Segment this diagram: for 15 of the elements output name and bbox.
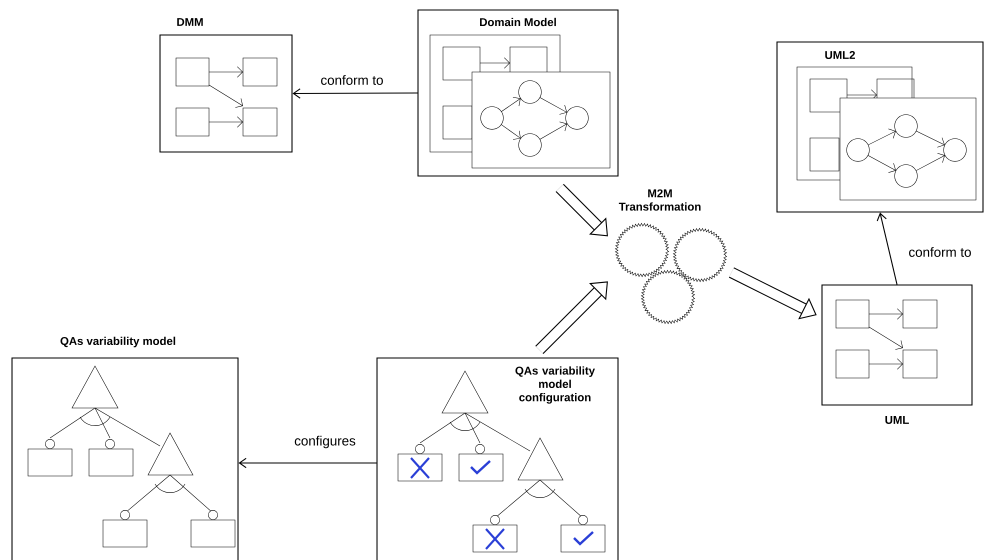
arrow <box>876 212 898 285</box>
heading: UML2 <box>825 51 855 59</box>
edge-label: configures <box>292 434 358 450</box>
heading: UML <box>885 416 909 424</box>
arrow <box>238 458 376 468</box>
edge-label: conform to <box>319 74 385 86</box>
heading: M2M Transformation <box>618 189 701 211</box>
heading: QAs variability model <box>60 336 176 348</box>
heading: DMM <box>177 18 203 26</box>
block-arrow <box>535 281 608 354</box>
edge-label: conform to <box>907 246 973 258</box>
heading: QAs variability model configuration <box>515 366 595 404</box>
block-arrow <box>556 184 608 236</box>
arrow <box>292 88 418 99</box>
heading: Domain Model <box>480 18 556 26</box>
